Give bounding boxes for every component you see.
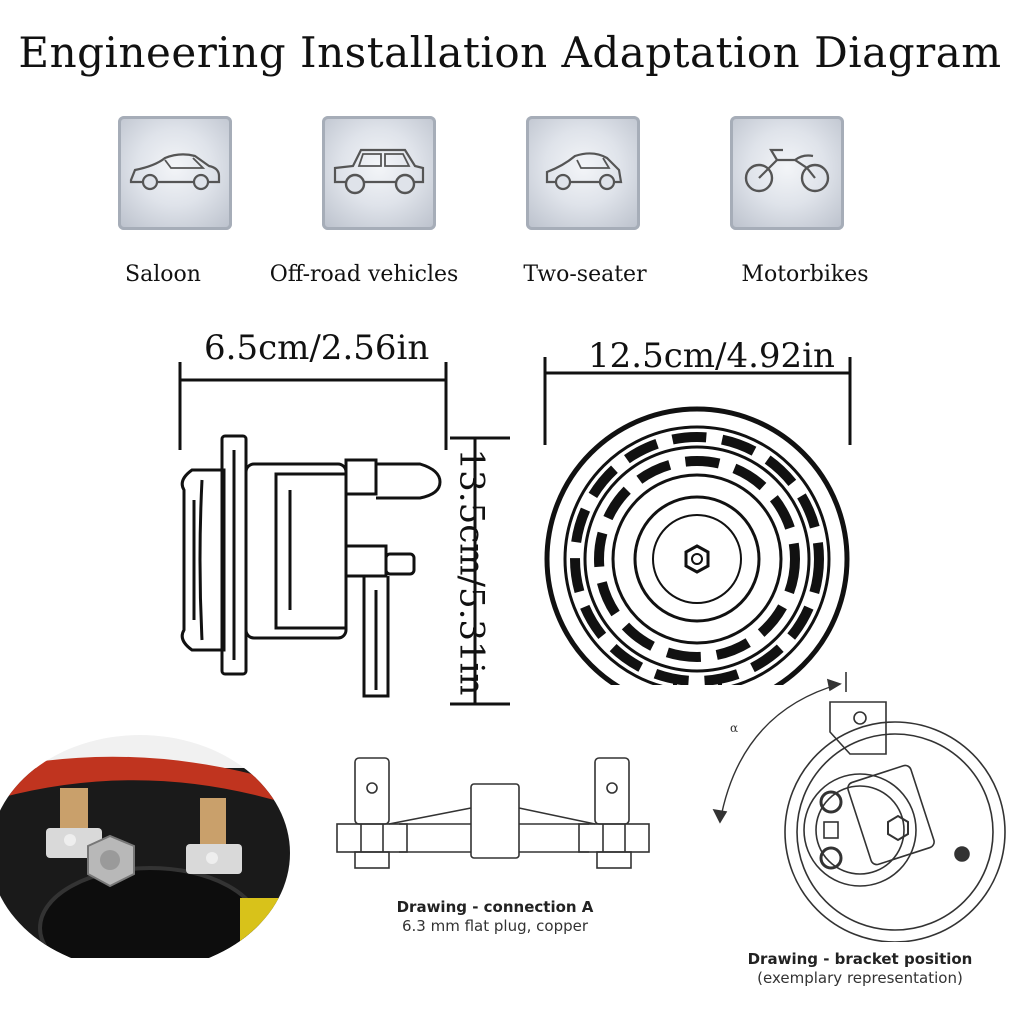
vehicle-tile-two-seater (526, 116, 640, 230)
offroad-vehicle-icon (333, 148, 425, 195)
bracket-position-drawing: α (712, 672, 1006, 942)
vehicle-tile-offroad (322, 116, 436, 230)
vehicle-tile-motorbike (730, 116, 844, 230)
horn-terminals-photo (0, 735, 290, 958)
depth-dimension-label: 6.5cm/2.56in (204, 328, 430, 368)
saloon-car-icon (129, 153, 221, 191)
vehicle-label-offroad: Off-road vehicles (269, 262, 459, 287)
vehicle-label-motorbikes: Motorbikes (741, 262, 869, 287)
vehicle-label-saloon: Saloon (125, 262, 201, 287)
vehicle-label-two-seater: Two-seater (523, 262, 647, 287)
page-title: Engineering Installation Adaptation Diag… (18, 28, 1002, 77)
two-seater-car-icon (545, 152, 623, 191)
connection-caption-title: Drawing - connection A (396, 898, 594, 916)
connection-a-drawing (336, 757, 650, 869)
angle-mark: α (730, 721, 738, 735)
bracket-caption-sub: (exemplary representation) (757, 969, 963, 987)
diameter-dimension-label: 12.5cm/4.92in (588, 336, 835, 376)
vehicle-tile-saloon (118, 116, 232, 230)
horn-front-view (543, 357, 852, 685)
bracket-caption-title: Drawing - bracket position (747, 950, 973, 968)
connection-caption-sub: 6.3 mm flat plug, copper (401, 917, 589, 935)
horn-side-view (178, 362, 510, 706)
motorbike-icon (744, 148, 830, 193)
